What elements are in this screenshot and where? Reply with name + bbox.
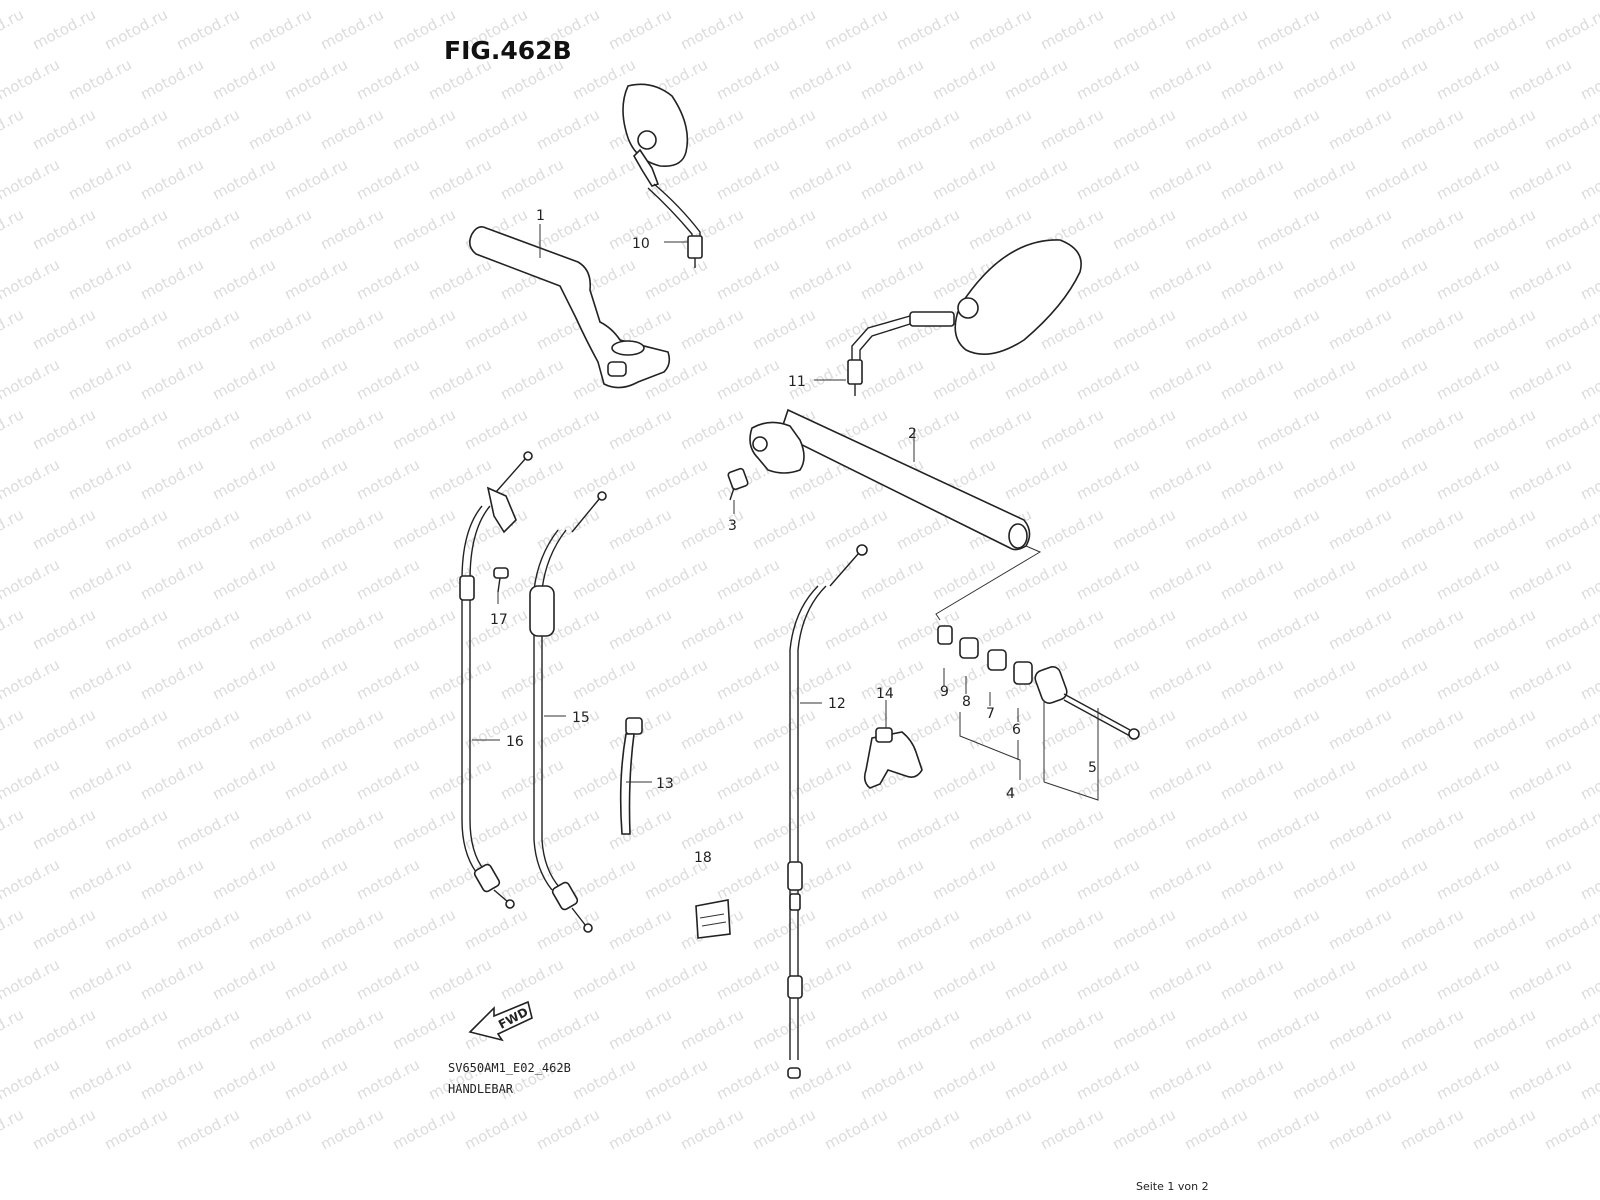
- fwd-arrow: FWD: [468, 1000, 533, 1042]
- part-label-11: 11: [788, 374, 806, 390]
- bar-end-assembly[interactable]: [937, 625, 1140, 740]
- page-indicator: Seite 1 von 2: [1136, 1180, 1209, 1193]
- right-handlebar[interactable]: [749, 408, 1031, 551]
- part-label-3: 3: [728, 518, 737, 534]
- figure-title: FIG.462B: [444, 36, 572, 65]
- part-label-15: 15: [572, 710, 590, 726]
- figure-code: SV650AM1_E02_462B: [448, 1061, 571, 1075]
- leader-lines: [472, 224, 1099, 801]
- bolt-17[interactable]: [493, 567, 509, 593]
- figure-name: HANDLEBAR: [448, 1082, 514, 1096]
- throttle-cable-15[interactable]: [529, 491, 607, 933]
- part-label-12: 12: [828, 696, 846, 712]
- watermark-text: motod.ru: [1577, 0, 1600, 4]
- part-label-5: 5: [1088, 760, 1097, 776]
- part-label-6: 6: [1012, 722, 1021, 738]
- part-label-4: 4: [1006, 786, 1015, 802]
- caution-label-18[interactable]: [695, 899, 731, 939]
- left-handlebar[interactable]: [468, 226, 671, 389]
- throttle-cable-16[interactable]: [459, 451, 533, 909]
- part-label-2: 2: [908, 426, 917, 442]
- part-label-9: 9: [940, 684, 949, 700]
- projection-line: [935, 545, 1042, 621]
- part-label-1: 1: [536, 208, 545, 224]
- part-label-13: 13: [656, 776, 674, 792]
- right-mirror[interactable]: [847, 239, 1082, 396]
- part-label-8: 8: [962, 694, 971, 710]
- bolt-3[interactable]: [727, 467, 749, 501]
- part-label-16: 16: [506, 734, 524, 750]
- part-label-14: 14: [876, 686, 894, 702]
- part-label-7: 7: [986, 706, 995, 722]
- part-label-17: 17: [490, 612, 508, 628]
- left-mirror[interactable]: [622, 83, 703, 268]
- part-label-18: 18: [694, 850, 712, 866]
- bracket-14[interactable]: [863, 727, 923, 789]
- tie-band-13[interactable]: [619, 717, 643, 835]
- clutch-cable-12[interactable]: [787, 544, 868, 1079]
- part-label-10: 10: [632, 236, 650, 252]
- part-labels: 1 2 3 4 5 6 7 8 9 10 11 12 13 14 15 16 1…: [490, 208, 1097, 866]
